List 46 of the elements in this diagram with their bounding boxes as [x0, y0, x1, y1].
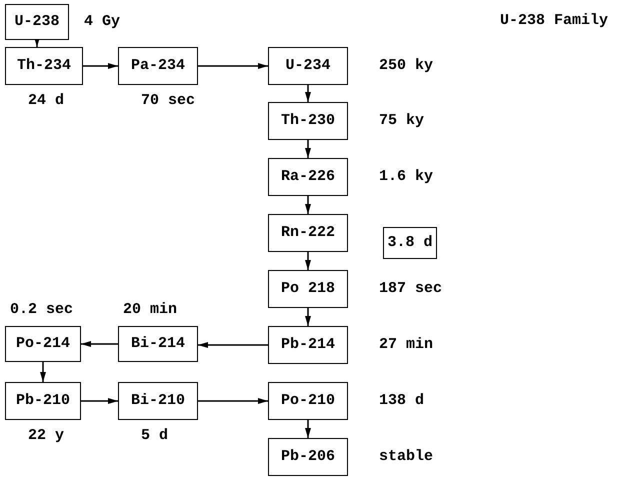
half-life-label: 0.2 sec [10, 300, 74, 320]
nuclide-label: Pb-210 [16, 390, 70, 411]
half-life-label: 24 d [28, 91, 64, 111]
nuclide-label: Bi-214 [130, 334, 185, 354]
half-life-label: 70 sec [141, 91, 196, 111]
nuclide-label: Po-214 [16, 334, 70, 354]
arrow [305, 308, 311, 326]
arrow [198, 398, 268, 404]
half-life-label: 1.6 ky [379, 166, 434, 187]
nuclide-label: U-234 [285, 56, 330, 76]
diagram-title: U-238 Family [500, 11, 608, 31]
half-life-label: 4 Gy [84, 12, 120, 32]
half-life-label: 22 y [28, 426, 64, 446]
nuclide-label: Th-234 [16, 56, 71, 76]
arrow [305, 196, 311, 214]
half-life-label: 187 sec [379, 278, 442, 299]
half-life-label: 27 min [379, 334, 434, 355]
nuclide-label: 3.8 d [387, 232, 432, 253]
arrow [305, 420, 311, 438]
arrow [198, 63, 268, 69]
arrow [83, 63, 118, 69]
nuclide-box [268, 214, 348, 252]
arrow [81, 341, 118, 347]
half-life-label: 5 d [141, 426, 168, 446]
arrow [305, 140, 311, 158]
half-life-label: 138 d [379, 390, 424, 411]
arrow [81, 398, 118, 404]
arrow [40, 362, 46, 382]
half-life-label: 20 min [123, 300, 178, 320]
nuclide-label: Po 218 [280, 278, 335, 299]
nuclide-label: Rn-222 [280, 222, 335, 243]
arrow [305, 85, 311, 102]
arrow [198, 342, 268, 348]
arrow [305, 252, 311, 270]
nuclide-label: U-238 [14, 12, 60, 32]
nuclide-label: Pb-206 [280, 446, 335, 467]
nuclide-label: Pb-214 [280, 334, 335, 355]
nuclide-box [383, 227, 437, 259]
nuclide-label: Ra-226 [280, 166, 335, 187]
nuclide-label: Th-230 [280, 110, 335, 131]
nuclide-label: Pa-234 [130, 56, 185, 76]
nuclide-label: Bi-210 [130, 390, 185, 411]
half-life-label: 250 ky [379, 56, 434, 76]
nuclide-label: Po-210 [280, 390, 335, 411]
half-life-label: stable [379, 446, 434, 467]
half-life-label: 75 ky [379, 110, 424, 131]
